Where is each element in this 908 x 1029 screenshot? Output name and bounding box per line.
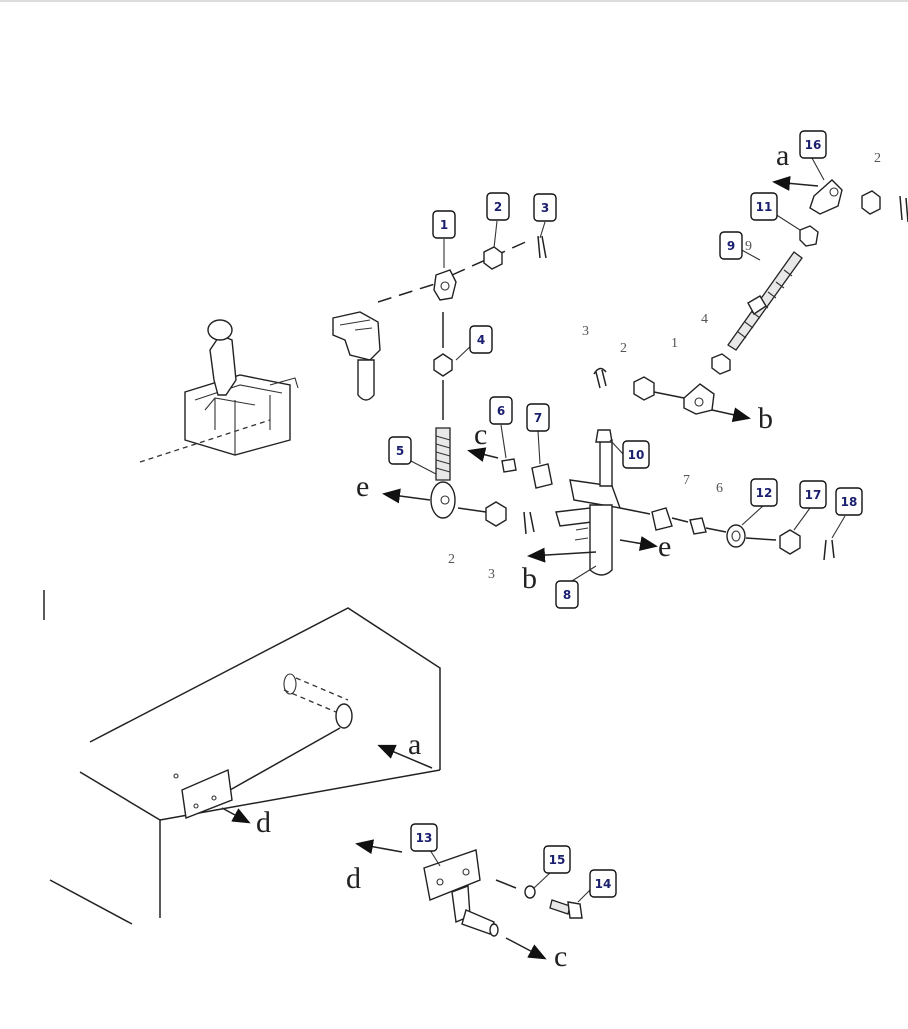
callout-10: 10 [622, 440, 650, 469]
nut-part-4 [433, 353, 453, 377]
bushing-part-6-right [689, 517, 707, 535]
svg-text:4: 4 [477, 333, 485, 347]
direction-letter-e: e [658, 530, 671, 563]
svg-text:1: 1 [440, 218, 448, 232]
plain-number-6: 6 [716, 481, 723, 496]
svg-text:2: 2 [494, 200, 502, 214]
callout-2: 2 [486, 192, 510, 221]
nut-part-11 [799, 225, 819, 247]
svg-text:12: 12 [756, 486, 773, 500]
direction-letter-c: c [554, 940, 567, 973]
svg-text:10: 10 [628, 448, 645, 462]
grease-nipple-part-10 [595, 429, 613, 443]
washer-part-12 [726, 524, 746, 548]
callout-7: 7 [526, 403, 550, 432]
callout-8: 8 [555, 580, 579, 609]
direction-letter-d: d [346, 862, 361, 895]
direction-letter-b: b [522, 562, 537, 595]
cab-box-outline [43, 590, 441, 925]
pivot-bracket [332, 311, 381, 401]
nut-part-4-mid [711, 353, 731, 375]
callout-9: 9 [719, 231, 743, 260]
callout-3: 3 [533, 193, 557, 222]
callout-5: 5 [388, 436, 412, 465]
direction-letter-d: d [256, 806, 271, 839]
svg-text:9: 9 [727, 239, 735, 253]
nut-part-2-upper-right [861, 190, 881, 215]
rod-part-9 [727, 251, 803, 351]
bell-crank-part-8 [555, 439, 622, 576]
washer-part-15 [524, 885, 536, 899]
direction-letter-e: e [356, 470, 369, 503]
svg-text:8: 8 [563, 588, 571, 602]
pin-part-3-lower [523, 511, 535, 535]
svg-text:7: 7 [534, 411, 542, 425]
svg-text:18: 18 [841, 495, 858, 509]
plain-number-2: 2 [448, 552, 455, 567]
bracket-part-13 [423, 849, 499, 937]
direction-letter-a: a [408, 728, 421, 761]
callout-4: 4 [469, 325, 493, 354]
plain-number-3: 3 [488, 567, 495, 582]
plain-number-2: 2 [620, 341, 627, 356]
clevis-part-16 [809, 179, 843, 215]
plain-number-7: 7 [683, 473, 690, 488]
svg-text:5: 5 [396, 444, 404, 458]
direction-letter-c: c [474, 418, 487, 451]
callout-11: 11 [750, 192, 778, 221]
pin-part-18 [823, 539, 835, 561]
plain-number-4: 4 [701, 312, 708, 327]
svg-text:6: 6 [497, 404, 505, 418]
mount-plate [173, 768, 233, 819]
collar-part-7 [531, 463, 553, 489]
rod-end-part-5 [430, 427, 456, 519]
plain-number-3: 3 [582, 324, 589, 339]
svg-text:3: 3 [541, 201, 549, 215]
svg-text:13: 13 [416, 831, 433, 845]
nut-part-2-mid [633, 376, 655, 401]
plain-number-1: 1 [671, 336, 678, 351]
callout-13: 13 [410, 823, 438, 852]
nut-part-2-lower [485, 501, 507, 527]
nut-part-2 [483, 246, 503, 270]
callout-18: 18 [835, 487, 863, 516]
callout-17: 17 [799, 480, 827, 509]
svg-text:15: 15 [549, 853, 566, 867]
callout-6: 6 [489, 396, 513, 425]
bolt-part-14 [549, 899, 583, 919]
clevis-part-1-mid [683, 383, 715, 415]
callout-16: 16 [799, 130, 827, 159]
plain-number-9: 9 [745, 239, 752, 254]
plain-number-2: 2 [874, 151, 881, 166]
svg-text:16: 16 [805, 138, 822, 152]
svg-text:14: 14 [595, 877, 612, 891]
svg-text:17: 17 [805, 488, 822, 502]
control-lever-assembly [139, 319, 299, 463]
callout-12: 12 [750, 478, 778, 507]
pin-part-3 [537, 235, 547, 259]
leader-lines [408, 157, 846, 903]
svg-text:11: 11 [756, 200, 773, 214]
callout-15: 15 [543, 845, 571, 874]
direction-letter-b: b [758, 402, 773, 435]
clevis-part-1 [433, 269, 457, 301]
callout-1: 1 [432, 210, 456, 239]
direction-letter-a: a [776, 139, 789, 172]
dashed-tube [283, 673, 353, 729]
bushing-part-6 [501, 458, 517, 473]
nut-part-17 [779, 529, 801, 555]
collar-part-7-right [651, 507, 673, 531]
callout-14: 14 [589, 869, 617, 898]
